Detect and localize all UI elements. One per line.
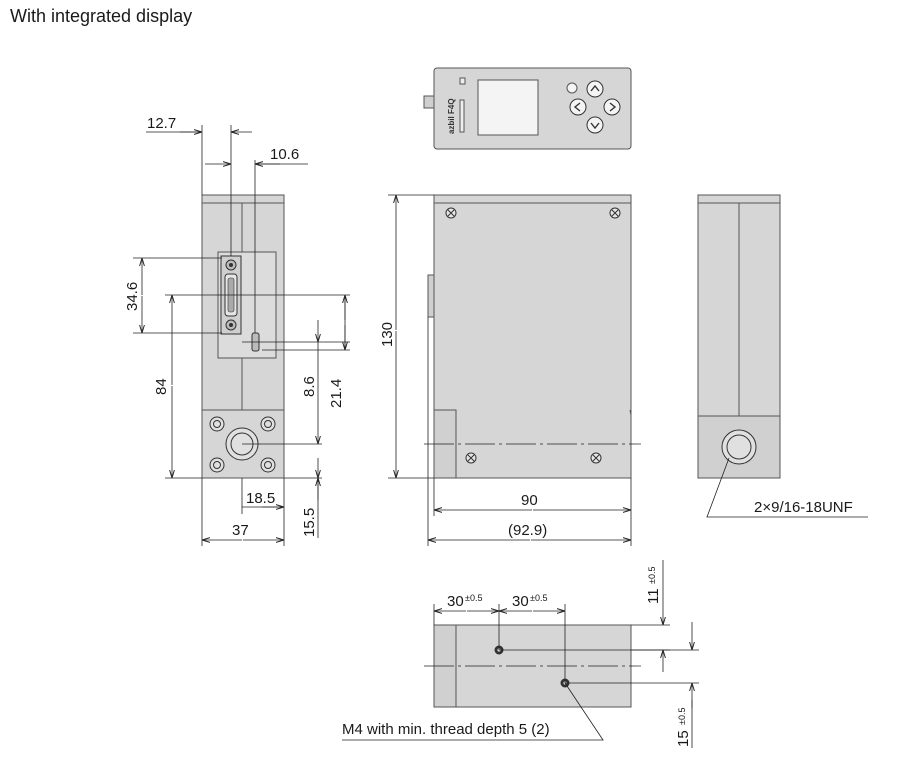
dim-8-6: 8.6 (301, 376, 318, 397)
lcd-screen (477, 79, 539, 136)
dim-84: 84 (153, 378, 170, 395)
dim-30-right: 30 (512, 593, 529, 610)
dim-34-6: 34.6 (124, 282, 141, 311)
tolerance-label: ±0.5 (465, 593, 482, 603)
indicator-icon (566, 82, 578, 94)
tolerance-label: ±0.5 (530, 593, 547, 603)
dim-10-6: 10.6 (270, 146, 299, 163)
dim-11: 11 (645, 588, 662, 604)
up-button-icon (586, 80, 604, 98)
dim-15: 15 (675, 730, 692, 747)
screw-icon (209, 416, 225, 432)
dim-130: 130 (379, 322, 396, 347)
dim-18-5: 18.5 (246, 490, 275, 507)
screw-icon (209, 457, 225, 473)
down-button-icon (586, 116, 604, 134)
dim-90: 90 (521, 492, 538, 509)
tolerance-label: ±0.5 (647, 567, 657, 584)
screw-icon (590, 452, 602, 464)
screw-icon (445, 207, 457, 219)
dim-12-7: 12.7 (147, 115, 176, 132)
left-front-view: 12.7 10.6 34.6 84 8.6 21.4 (124, 115, 350, 546)
device-label: azbil F4Q (447, 98, 456, 134)
tolerance-label: ±0.5 (677, 708, 687, 725)
mount-hole-callout: M4 with min. thread depth 5 (2) (342, 721, 550, 738)
left-button-icon (569, 98, 587, 116)
dim-37: 37 (232, 522, 249, 539)
bottom-view: 30 ±0.5 30 ±0.5 11 ±0.5 15 ±0.5 M4 with … (342, 560, 699, 748)
dim-21-4: 21.4 (328, 379, 345, 408)
side-view-body (433, 194, 632, 479)
top-display-view: azbil F4Q (423, 67, 632, 150)
screw-icon (260, 457, 276, 473)
screw-icon (465, 452, 477, 464)
right-end-view: 2×9/16-18UNF (697, 194, 868, 518)
diagram-title: With integrated display (10, 6, 193, 26)
thread-port-callout: 2×9/16-18UNF (754, 499, 853, 516)
screw-icon (609, 207, 621, 219)
dim-15-5: 15.5 (301, 508, 318, 537)
side-view: 130 90 (92.9) (379, 194, 641, 546)
dim-92-9: (92.9) (508, 522, 547, 539)
screw-icon (260, 416, 276, 432)
right-button-icon (603, 98, 621, 116)
dim-30-left: 30 (447, 593, 464, 610)
